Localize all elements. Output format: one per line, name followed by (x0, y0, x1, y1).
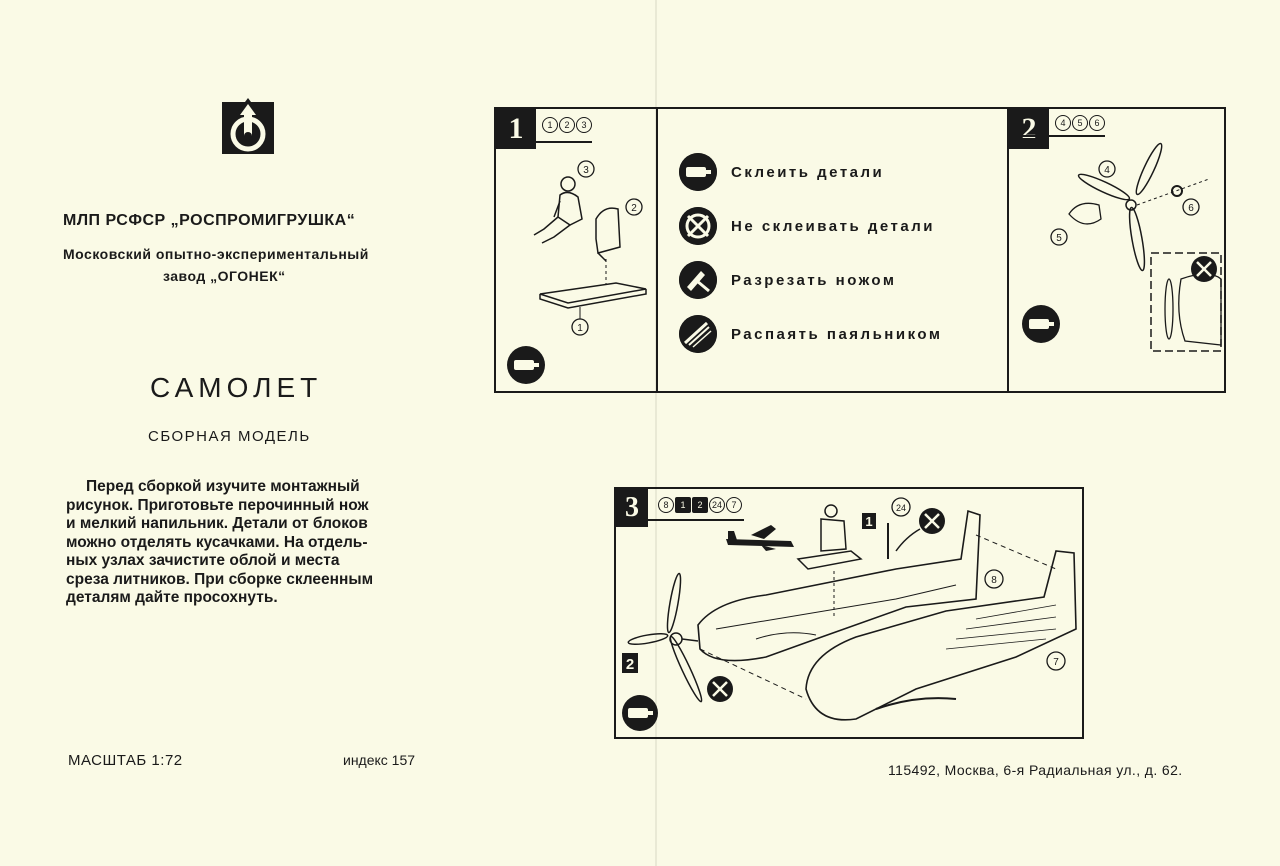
callout-number: 7 (1053, 657, 1059, 668)
callout-number: 4 (1104, 165, 1110, 176)
step-3-panel: 3 8 1 2 24 7 1 (614, 487, 1084, 739)
parts-list: 1 2 3 (542, 117, 592, 133)
no-glue-icon (679, 207, 717, 245)
legend-item-no-glue: Не склеивать детали (679, 207, 935, 245)
organization-name: МЛП РСФСР „РОСПРОМИГРУШКА“ (63, 212, 356, 229)
part-number: 3 (576, 117, 592, 133)
legend-label: Не склеивать детали (731, 217, 935, 235)
spinner-icon (1068, 202, 1102, 225)
legend-label: Распаять паяльником (731, 325, 943, 343)
instruction-line: рисунок. Приготовьте перочинный нож (66, 496, 369, 514)
knife-cut-icon (679, 261, 717, 299)
stand-base-icon (539, 282, 647, 304)
model-scale: МАСШТАБ 1:72 (68, 752, 183, 769)
parts-list: 8 1 2 24 7 (658, 497, 742, 513)
instruction-line: деталям дайте просохнуть. (66, 589, 278, 606)
part-number: 5 (1072, 115, 1088, 131)
parts-list: 4 5 6 (1055, 115, 1105, 131)
fuselage-half-left-icon (697, 509, 981, 662)
glue-tube-icon (507, 346, 545, 384)
factory-address: 115492, Москва, 6-я Радиальная ул., д. 6… (888, 762, 1183, 778)
legend-item-solder: Распаять паяльником (679, 315, 942, 353)
part-number: 7 (726, 497, 742, 513)
callout-number: 5 (1056, 233, 1062, 244)
propeller-icon (627, 572, 703, 703)
instruction-line: ных узлах зачистите облой и места (66, 552, 340, 569)
part-number: 1 (675, 497, 691, 513)
glue-tube-icon (679, 153, 717, 191)
soldering-iron-icon (679, 315, 717, 353)
legend-item-glue: Склеить детали (679, 153, 884, 191)
airplane-silhouette-icon (726, 525, 794, 551)
glue-tube-icon (1022, 305, 1060, 343)
step-1-panel: 1 1 2 3 3 (494, 107, 658, 393)
pilot-seat-icon (595, 207, 621, 262)
step-reference: 1 (865, 514, 872, 529)
part-number: 2 (692, 497, 708, 513)
step-2-panel: 2 4 5 6 4 6 5 (1007, 107, 1226, 393)
pilot-figure-icon (533, 176, 583, 244)
product-subtitle: СБОРНАЯ МОДЕЛЬ (148, 428, 311, 445)
callout-number: 3 (583, 165, 589, 176)
product-title: САМОЛЕТ (150, 372, 323, 403)
glue-tube-icon (622, 695, 658, 731)
part-number: 1 (542, 117, 558, 133)
callout-number: 1 (577, 323, 583, 334)
callout-number: 6 (1188, 203, 1194, 214)
no-glue-icon (1191, 256, 1217, 282)
propeller-axle-icon (1171, 185, 1183, 197)
factory-description: Московский опытно-экспериментальный (63, 246, 369, 262)
product-index: индекс 157 (343, 752, 416, 768)
instruction-line: Перед сборкой изучите монтажный (86, 478, 360, 495)
fuselage-half-right-icon (805, 550, 1077, 721)
no-glue-icon (707, 676, 733, 702)
legend-label: Склеить детали (731, 163, 885, 181)
fold-line (655, 0, 657, 866)
factory-name: завод „ОГОНЕК“ (163, 268, 286, 284)
step-3-drawing: 1 24 8 7 (622, 497, 1077, 731)
callout-number: 8 (991, 575, 997, 586)
instruction-line: можно отделять кусачками. На отдель- (66, 533, 368, 551)
step-reference: 2 (626, 656, 634, 673)
no-glue-icon (919, 508, 945, 534)
part-number: 2 (559, 117, 575, 133)
legend-label: Разрезать ножом (731, 271, 897, 289)
assembly-instructions: Перед сборкой изучите монтажный рисунок.… (66, 478, 428, 608)
legend-item-knife: Разрезать ножом (679, 261, 896, 299)
factory-logo-icon (222, 98, 274, 154)
step-1-drawing: 3 2 1 (507, 160, 647, 384)
callout-number: 2 (631, 203, 637, 214)
symbols-legend: Склеить детали Не склеивать детали Разре… (655, 107, 1009, 393)
pilot-assembly-icon (796, 504, 863, 570)
step-2-drawing: 4 6 5 (1022, 142, 1222, 352)
instruction-line: и мелкий напильник. Детали от блоков (66, 515, 368, 532)
part-number: 4 (1055, 115, 1071, 131)
part-number: 8 (658, 497, 674, 513)
callout-number: 24 (896, 503, 906, 513)
part-number: 24 (709, 497, 725, 513)
propeller-icon (1077, 142, 1163, 272)
part-number: 6 (1089, 115, 1105, 131)
instruction-line: среза литников. При сборке склеенным (66, 570, 374, 588)
